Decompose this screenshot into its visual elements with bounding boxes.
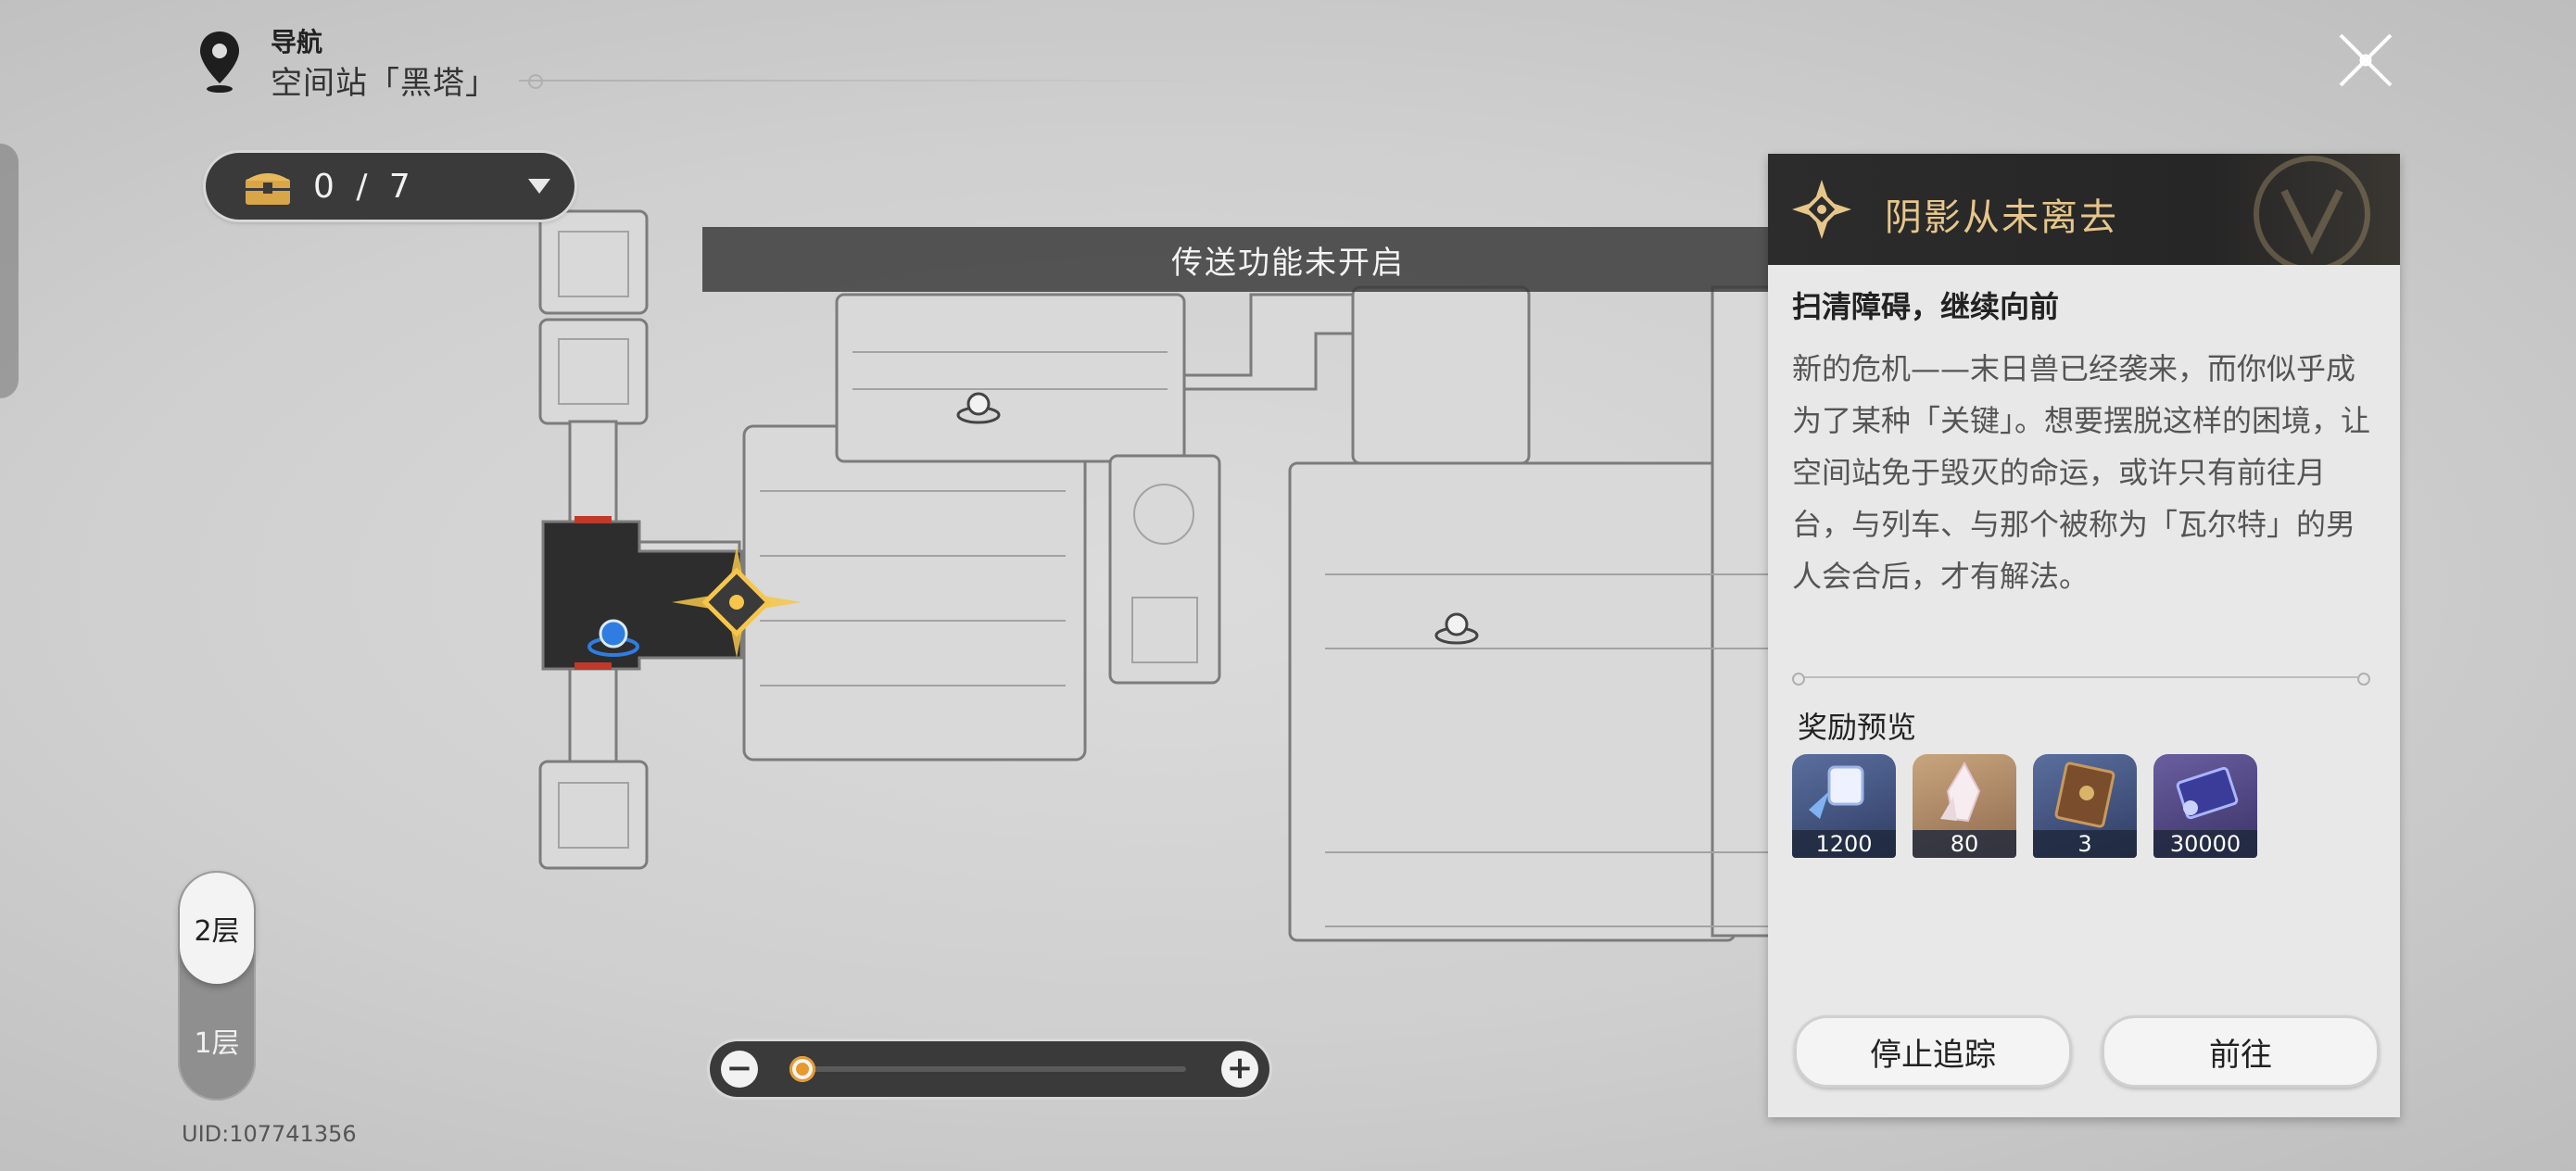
credit-icon bbox=[2176, 766, 2239, 820]
quest-panel: 阴影从未离去 扫清障碍，继续向前 新的危机——末日兽已经袭来，而你似乎成为了某种… bbox=[1768, 154, 2400, 1117]
quest-header: 阴影从未离去 bbox=[1768, 154, 2400, 265]
nav-divider-dot bbox=[528, 74, 543, 89]
zoom-slider: − + bbox=[710, 1041, 1269, 1097]
uid-label: UID:107741356 bbox=[182, 1121, 357, 1147]
player-marker-icon bbox=[587, 619, 639, 657]
quest-title: 阴影从未离去 bbox=[1885, 196, 2118, 239]
reward-quantity: 80 bbox=[1913, 830, 2016, 858]
reward-item[interactable]: 1200 bbox=[1792, 754, 1896, 858]
map-room bbox=[538, 209, 649, 315]
npc-marker-icon bbox=[1434, 612, 1479, 645]
nav-location: 空间站「黑塔」 bbox=[271, 65, 498, 102]
map-building bbox=[742, 424, 1087, 762]
go-button[interactable]: 前往 bbox=[2102, 1015, 2380, 1088]
chest-counter-button[interactable]: 0 / 7 bbox=[206, 153, 575, 220]
door-marker bbox=[575, 662, 612, 670]
map-building bbox=[1108, 454, 1221, 685]
door-marker bbox=[575, 516, 612, 523]
panel-divider bbox=[1792, 673, 2370, 686]
map-building bbox=[835, 293, 1186, 463]
npc-marker-icon bbox=[956, 392, 1001, 424]
map-corridor bbox=[1182, 293, 1369, 391]
chest-count: 0 / 7 bbox=[313, 167, 416, 206]
quest-description: 新的危机——末日兽已经袭来，而你似乎成为了某种「关键」。想要摆脱这样的困境，让空… bbox=[1792, 351, 2371, 594]
emblem-icon bbox=[2254, 156, 2370, 265]
reward-quantity: 30000 bbox=[2153, 830, 2257, 858]
map-building bbox=[1288, 461, 1736, 942]
reward-quantity: 1200 bbox=[1792, 830, 1896, 858]
reward-item[interactable]: 30000 bbox=[2153, 754, 2257, 858]
book-icon bbox=[2054, 762, 2115, 828]
location-pin-icon bbox=[200, 31, 239, 93]
stellar-jade-icon bbox=[1809, 765, 1864, 819]
zoom-in-button[interactable]: + bbox=[1221, 1051, 1258, 1088]
quest-objective: 扫清障碍，继续向前 bbox=[1792, 289, 2060, 324]
quest-star-icon bbox=[1792, 180, 1851, 239]
treasure-chest-icon bbox=[246, 173, 290, 205]
zoom-handle[interactable] bbox=[789, 1056, 815, 1082]
map-corridor bbox=[568, 420, 618, 527]
close-icon[interactable] bbox=[2333, 28, 2398, 93]
stop-tracking-button[interactable]: 停止追踪 bbox=[1794, 1015, 2072, 1088]
floor-2-button[interactable]: 2层 bbox=[180, 873, 254, 984]
nav-label: 导航 bbox=[271, 27, 323, 57]
map-room bbox=[538, 318, 649, 425]
quest-target-icon bbox=[672, 547, 802, 658]
zoom-out-button[interactable]: − bbox=[721, 1051, 758, 1088]
floor-1-button[interactable]: 1层 bbox=[194, 1027, 240, 1060]
map-room bbox=[538, 760, 649, 870]
reward-quantity: 3 bbox=[2033, 830, 2137, 858]
crystal-icon bbox=[1940, 761, 1981, 823]
teleport-disabled-banner: 传送功能未开启 bbox=[702, 227, 1874, 292]
map-building bbox=[1351, 285, 1531, 465]
reward-item[interactable]: 80 bbox=[1913, 754, 2016, 858]
map-corridor bbox=[568, 665, 618, 766]
side-edge-tab[interactable] bbox=[0, 144, 19, 398]
reward-item[interactable]: 3 bbox=[2033, 754, 2137, 858]
zoom-track[interactable] bbox=[797, 1066, 1186, 1072]
rewards-title: 奖励预览 bbox=[1798, 710, 1917, 745]
nav-divider-line bbox=[519, 80, 1214, 82]
chevron-down-icon bbox=[528, 179, 550, 194]
